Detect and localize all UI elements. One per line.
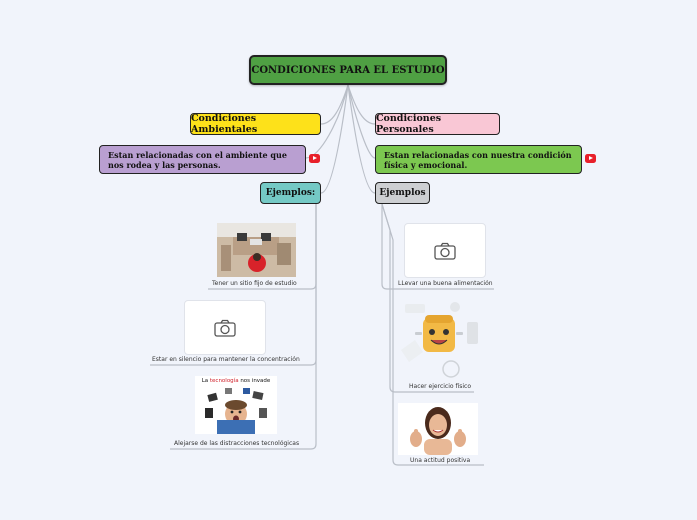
exercise-illustration — [401, 302, 478, 378]
ambientales-description-node[interactable]: Estan relacionadas con el ambiente que n… — [99, 145, 306, 174]
ejemplos-ambientales-label: Ejemplos: — [265, 188, 316, 198]
ambientales-description: Estan relacionadas con el ambiente que n… — [108, 149, 287, 170]
ejemplos-personales-label: Ejemplos — [379, 188, 426, 198]
camera-icon — [214, 319, 236, 337]
youtube-icon[interactable] — [585, 154, 596, 163]
ejemplos-personales-node[interactable]: Ejemplos — [375, 182, 430, 204]
positive-attitude-image[interactable] — [398, 403, 478, 455]
exercise-image[interactable] — [397, 298, 483, 380]
condiciones-personales-title: Condiciones Personales — [376, 113, 442, 135]
ejemplos-ambientales-node[interactable]: Ejemplos: — [260, 182, 321, 204]
image-placeholder[interactable] — [404, 223, 486, 278]
example-caption: LLevar una buena alimentación — [398, 280, 493, 287]
personales-description: Estan relacionadas con nuestra condición… — [384, 149, 572, 170]
root-title: CONDICIONES PARA EL ESTUDIO — [251, 64, 445, 76]
example-caption: Tener un sitio fijo de estudio — [212, 280, 297, 287]
technology-image-title: La tecnología nos invade — [201, 378, 271, 384]
example-caption: Una actitud positiva — [410, 457, 471, 464]
study-room-illustration — [217, 223, 296, 277]
positive-attitude-illustration — [398, 403, 478, 455]
technology-image[interactable]: La tecnología nos invade — [195, 376, 277, 434]
study-room-image[interactable] — [217, 223, 296, 277]
technology-illustration — [205, 388, 267, 434]
condiciones-ambientales-title: Condiciones Ambientales — [191, 113, 258, 135]
condiciones-ambientales-node[interactable]: Condiciones Ambientales — [190, 113, 321, 135]
example-caption: Hacer ejercicio físico — [409, 383, 471, 390]
condiciones-personales-node[interactable]: Condiciones Personales — [375, 113, 500, 135]
camera-icon — [434, 242, 456, 260]
root-node[interactable]: CONDICIONES PARA EL ESTUDIO — [249, 55, 447, 85]
image-placeholder[interactable] — [184, 300, 266, 355]
example-caption: Alejarse de las distracciones tecnológic… — [174, 440, 300, 447]
youtube-icon[interactable] — [309, 154, 320, 163]
example-caption: Estar en silencio para mantener la conce… — [152, 356, 300, 363]
personales-description-node[interactable]: Estan relacionadas con nuestra condición… — [375, 145, 582, 174]
